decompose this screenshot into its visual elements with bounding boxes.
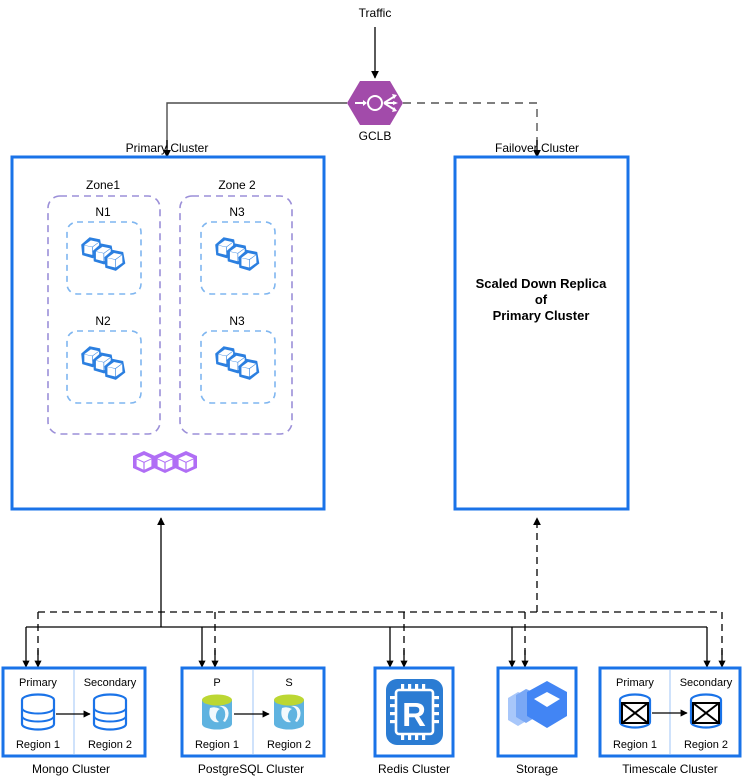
- datastore-mongo[interactable]: Primary Secondary Region 1 Region 2: [1, 666, 147, 758]
- pod-group: [133, 451, 197, 473]
- zone-box-1[interactable]: [47, 195, 161, 435]
- timescale-left-region: Region 1: [613, 739, 657, 751]
- failover-cluster-box[interactable]: [453, 155, 630, 511]
- node-label-n1: N1: [95, 205, 111, 219]
- redis-cluster-label: Redis Cluster: [378, 762, 450, 776]
- timescale-cluster-label: Timescale Cluster: [622, 762, 718, 776]
- gclb-to-primary-line: [166, 102, 347, 148]
- datastore-redis[interactable]: R: [373, 666, 455, 758]
- failover-body-line-1: Scaled Down Replica: [476, 276, 608, 291]
- postgres-left-role: P: [213, 677, 220, 689]
- mongo-right-region: Region 2: [88, 739, 132, 751]
- svg-text:R: R: [402, 696, 426, 733]
- timescale-icon: [618, 693, 652, 729]
- failover-cluster-label: Failover Cluster: [495, 141, 579, 155]
- load-balancer-icon: [347, 81, 403, 125]
- mongo-right-role: Secondary: [84, 677, 137, 689]
- gclb-label: GCLB: [359, 129, 392, 143]
- postgres-left-region: Region 1: [195, 739, 239, 751]
- failover-body-line-2: of: [535, 292, 548, 307]
- postgres-right-region: Region 2: [267, 739, 311, 751]
- timescale-left-role: Primary: [616, 677, 654, 689]
- mongo-left-role: Primary: [19, 677, 57, 689]
- node-box-n3-b[interactable]: [200, 330, 276, 404]
- load-balancer-glyph: [355, 94, 398, 112]
- postgres-right-role: S: [285, 677, 292, 689]
- mongo-left-region: Region 1: [16, 739, 60, 751]
- postgresql-cluster-label: PostgreSQL Cluster: [198, 762, 304, 776]
- primary-cluster-box[interactable]: [10, 155, 326, 511]
- node-label-n2: N2: [95, 314, 111, 328]
- zone-label-1: Zone1: [86, 178, 120, 192]
- storage-cube-icon: [508, 681, 567, 728]
- mongo-cluster-label: Mongo Cluster: [32, 762, 110, 776]
- timescale-right-region: Region 2: [684, 739, 728, 751]
- gclb-node[interactable]: [347, 81, 403, 125]
- storage-label: Storage: [516, 762, 558, 776]
- node-box-n1[interactable]: [66, 221, 142, 295]
- datastore-postgresql[interactable]: P S Region 1 Region 2: [180, 666, 326, 758]
- traffic-label: Traffic: [359, 6, 392, 20]
- zone-box-2[interactable]: [179, 195, 293, 435]
- primary-cluster-label: Primary Cluster: [126, 141, 209, 155]
- datastore-timescale[interactable]: Primary Secondary Region 1 Region 2: [598, 666, 742, 758]
- postgresql-icon: [274, 694, 304, 730]
- node-label-n3-b: N3: [229, 314, 245, 328]
- zone-label-2: Zone 2: [218, 178, 256, 192]
- node-label-n3-a: N3: [229, 205, 245, 219]
- postgresql-icon: [202, 694, 232, 730]
- mongodb-icon: [20, 693, 56, 731]
- mongodb-icon: [92, 693, 128, 731]
- redis-icon: R: [386, 679, 443, 745]
- failover-body-line-3: Primary Cluster: [493, 308, 590, 323]
- timescale-icon: [689, 693, 723, 729]
- node-box-n3-a[interactable]: [200, 221, 276, 295]
- node-box-n2[interactable]: [66, 330, 142, 404]
- datastore-storage[interactable]: [496, 666, 578, 758]
- timescale-right-role: Secondary: [680, 677, 733, 689]
- gclb-to-failover-line: [403, 102, 538, 148]
